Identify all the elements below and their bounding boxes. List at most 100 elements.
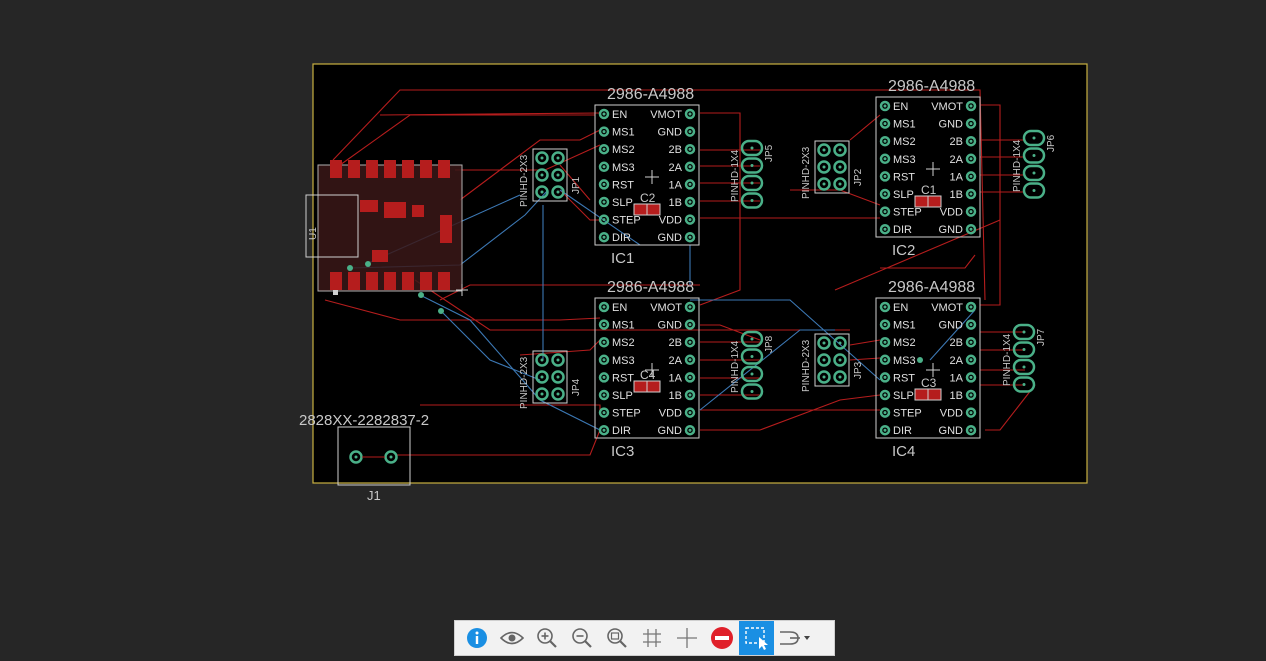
pin-label-right: GND	[658, 425, 683, 437]
visibility-button[interactable]	[494, 621, 529, 655]
stop-button[interactable]	[704, 621, 739, 655]
pin-label-right: VDD	[940, 207, 963, 219]
pin-label-right: 2A	[669, 162, 683, 174]
pin-label-left: STEP	[612, 215, 641, 227]
pin-label-left: EN	[893, 302, 908, 314]
mcu-ref-label: U1	[308, 227, 319, 240]
zoom-out-button[interactable]	[564, 621, 599, 655]
zoom-fit-button[interactable]	[599, 621, 634, 655]
crosshair-button[interactable]	[669, 621, 704, 655]
top-copper-traces	[324, 89, 1036, 456]
header-ref-label: JP3	[853, 361, 864, 379]
pin-label-right: 1A	[669, 179, 683, 191]
pin-label-right: 1B	[669, 197, 682, 209]
select-button[interactable]	[739, 621, 774, 655]
pin-label-left: EN	[612, 302, 627, 314]
pin-label-left: SLP	[612, 197, 633, 209]
capacitor-c3[interactable]: C3	[914, 376, 942, 401]
pin-label-left: MS2	[893, 337, 916, 349]
capacitor-ref-label: C2	[640, 191, 656, 205]
pin-label-right: VDD	[659, 215, 682, 227]
pin-label-right: 1B	[669, 390, 682, 402]
pin-label-right: VMOT	[931, 302, 963, 314]
pin-label-right: VDD	[659, 408, 682, 420]
pin-label-left: SLP	[612, 390, 633, 402]
header-jp5[interactable]: PINHD-1X4 JP5	[730, 139, 775, 209]
info-button[interactable]	[459, 621, 494, 655]
pin-label-left: MS1	[893, 320, 916, 332]
pin-label-left: SLP	[893, 390, 914, 402]
header-ref-label: JP5	[764, 144, 775, 162]
grid-icon	[642, 629, 661, 647]
header-ref-label: JP2	[853, 168, 864, 186]
mcu-module[interactable]: U1	[305, 160, 468, 296]
header-type-label: PINHD-1X4	[730, 149, 741, 202]
pin-label-right: 2B	[950, 337, 963, 349]
pin-label-right: 1B	[950, 189, 963, 201]
pin-label-left: MS3	[893, 154, 916, 166]
pin-label-right: 2B	[950, 136, 963, 148]
zoom-in-icon	[536, 628, 557, 648]
pin-label-left: STEP	[893, 408, 922, 420]
power-connector[interactable]: 2828XX-2282837-2 J1	[299, 412, 429, 503]
header-type-label: PINHD-1X4	[1002, 333, 1013, 386]
pin-label-right: 1A	[950, 171, 964, 183]
driver-name-label: 2986-A4988	[607, 279, 694, 296]
grid-button[interactable]	[634, 621, 669, 655]
pin-label-left: DIR	[612, 232, 631, 244]
pin-label-left: MS2	[893, 136, 916, 148]
capacitor-c1[interactable]: C1	[914, 183, 942, 208]
pin-label-right: VMOT	[650, 109, 682, 121]
header-ref-label: JP4	[571, 378, 582, 396]
pin-label-right: VDD	[940, 408, 963, 420]
header-type-label: PINHD-2X3	[519, 154, 530, 207]
header-jp3[interactable]: PINHD-2X3 JP3	[801, 333, 864, 392]
pin-label-right: VMOT	[931, 101, 963, 113]
driver-name-label: 2986-A4988	[888, 279, 975, 296]
route-button[interactable]	[774, 621, 816, 655]
pin-label-left: DIR	[612, 425, 631, 437]
info-icon	[466, 628, 487, 648]
zoom-in-button[interactable]	[529, 621, 564, 655]
header-type-label: PINHD-1X4	[1012, 139, 1023, 192]
pin-label-left: EN	[893, 101, 908, 113]
pin-label-right: 1B	[950, 390, 963, 402]
zoom-fit-icon	[606, 628, 627, 648]
pin-label-left: SLP	[893, 189, 914, 201]
pin-label-left: RST	[893, 372, 915, 384]
pin-label-left: MS1	[612, 320, 635, 332]
pin-label-left: RST	[612, 179, 634, 191]
route-icon	[780, 631, 810, 645]
capacitor-ref-label: C4	[640, 368, 656, 382]
pin-label-left: MS1	[893, 119, 916, 131]
connector-ref-label: J1	[367, 488, 381, 503]
capacitor-c4[interactable]: C4	[633, 368, 661, 393]
viewer-toolbar	[454, 620, 835, 656]
pin-label-left: EN	[612, 109, 627, 121]
header-jp7[interactable]: PINHD-1X4 JP7	[1002, 323, 1047, 393]
vias	[347, 261, 923, 363]
capacitor-ref-label: C1	[921, 183, 937, 197]
select-icon	[744, 627, 768, 650]
driver-ref-label: IC4	[892, 443, 915, 460]
pin-label-left: MS1	[612, 127, 635, 139]
pin-label-right: 1A	[950, 372, 964, 384]
connector-name-label: 2828XX-2282837-2	[299, 412, 429, 429]
capacitor-c2[interactable]: C2	[633, 191, 661, 216]
header-ref-label: JP7	[1036, 328, 1047, 346]
header-type-label: PINHD-2X3	[801, 339, 812, 392]
driver-name-label: 2986-A4988	[607, 86, 694, 103]
